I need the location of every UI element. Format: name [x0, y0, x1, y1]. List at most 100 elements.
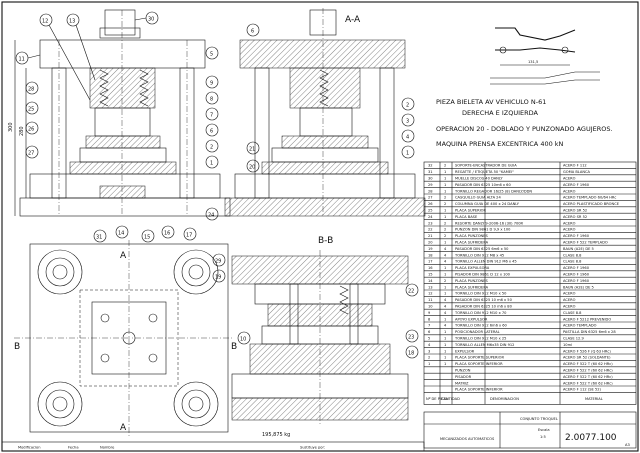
bom-row-material: 10ml: [563, 343, 572, 347]
bom-row-material: CLASE 8.8: [563, 253, 582, 257]
bom-row-qty: 4: [444, 298, 447, 302]
bom-row-description: PASADOR DIN 6325 6m6 x 50: [455, 247, 509, 251]
bom-header-name: DENOMINACION: [490, 397, 519, 401]
springs: [99, 69, 149, 107]
bom-row-material: ACERO F 1960: [563, 273, 590, 277]
bom-row-description: TORNILLO REGADOR 16/25 (8) DANLY/DDN: [454, 189, 532, 193]
bom-row-description: PISADOR DIN 9861 D 12 x 100: [455, 273, 511, 277]
bom-row-qty: 4: [444, 311, 447, 315]
bom-row-material: CLASE 8.8: [563, 260, 582, 264]
balloon-label: 15: [144, 235, 150, 241]
bom-row-number: 18: [428, 253, 433, 257]
bom-row-material: GOMA BLANCA: [563, 170, 591, 174]
bom-row-description: PLACA SOPORTE SUPERIOR: [455, 356, 504, 360]
bom-row-description: EXPULSOR: [455, 349, 475, 353]
bom-row-number: 8: [428, 317, 431, 321]
balloon-label: 25: [28, 107, 34, 113]
bom-row-material: ACERO: [563, 292, 576, 296]
balloon-label: 16: [164, 231, 170, 237]
bom-row-qty: 1: [444, 330, 446, 334]
bom-row-material: ACERO F 1960: [563, 266, 590, 270]
bom-row-qty: 2: [444, 202, 446, 206]
bom-row-description: PASADOR DIN 6325 10m6 x 60: [455, 183, 511, 187]
bom-row-number: 32: [428, 164, 433, 168]
title-block: CONJUNTO TROQUEL MECANIZADOS AUTOMATICOS…: [1, 411, 637, 452]
bom-row-description: RESORTE DANLY 9-2006-16 (30) 700R: [455, 221, 524, 225]
base-plate: [19, 197, 231, 217]
balloon-label: 19: [215, 275, 221, 281]
footer-modification: Modificacion: [18, 446, 40, 450]
bom-row-qty: 4: [444, 324, 447, 328]
balloon-label: 17: [186, 233, 192, 239]
sheet-size: A3: [625, 443, 630, 447]
bom-row-description: COLUMNA GUIA DE 400 x 24 DANLY: [455, 202, 520, 206]
bom-row-material: BAUN (A2E) DE 5: [563, 285, 594, 289]
balloon-label: 14: [118, 231, 124, 237]
drawing-number: 2.0077.100: [565, 433, 617, 443]
balloon-label: 8: [210, 97, 213, 103]
balloon-label: 1: [406, 151, 409, 157]
bom-row-number: 3: [428, 349, 430, 353]
bom-row-description: PLACA SOPORTE INFERIOR: [455, 388, 503, 392]
bom-row-material: ACERO SR 52: [563, 209, 587, 213]
bom-row-material: ACERO: [563, 305, 576, 309]
bom-row-description: PUNZON DIN 9861 D 9,9 x 100: [455, 228, 511, 232]
dim-height-total: 300: [8, 122, 14, 132]
bom-row-qty: 4: [444, 305, 447, 309]
bom-row-qty: 1: [444, 170, 446, 174]
scale-value: 1:5: [540, 435, 546, 439]
bom-row-number: 5: [428, 337, 430, 341]
bom-row-qty: 2: [444, 234, 446, 238]
bom-row-qty: 2: [444, 196, 446, 200]
bom-row-description: POSICIONADOR LATERAL: [455, 330, 500, 334]
section-marker-a-top: A: [120, 251, 127, 261]
bom-row-number: 23: [428, 221, 433, 225]
bom-row-description: MATRIZ: [455, 381, 469, 385]
bom-row-material: ACERO F 1960: [563, 279, 590, 283]
bom-row-material: PASTILLA DIN 6325 6m6 x 28: [563, 330, 616, 334]
bom-row-number: 21: [428, 234, 433, 238]
section-aa-title: A-A: [345, 15, 361, 25]
bom-row-number: 19: [428, 247, 433, 251]
section-marker-b-left: B: [14, 342, 20, 352]
footer-date: Fecha: [68, 446, 79, 450]
balloon-label: 1: [210, 161, 213, 167]
bom-frame: [423, 161, 637, 405]
balloon-label: 12: [42, 19, 48, 25]
bom-row-description: PLACA SUPERIOR: [455, 209, 486, 213]
section-bb-balloons: 22 10 23 18: [237, 283, 419, 359]
dim-height-inner: 280: [19, 126, 25, 136]
bom-row-description: PLACA PUNZONES: [455, 279, 488, 283]
machine-label: MAQUINA PRENSA EXCENTRICA 400 kN: [436, 140, 564, 148]
bom-row-material: ACERO: [563, 228, 576, 232]
total-weight: 195,875 kg: [262, 432, 290, 438]
footer-name: Nombre: [100, 446, 115, 450]
bom-row-number: 26: [428, 202, 433, 206]
bom-row-description: TORNILLO DIN 912 M10 x 70: [454, 311, 507, 315]
bom-row-description: TORNILLO DIN 912 6m6 x 60: [454, 324, 508, 328]
bom-row-qty: 1: [444, 209, 446, 213]
bom-row-qty: 2: [444, 164, 446, 168]
bom-row-number: 27: [428, 196, 433, 200]
balloon-label: 20: [249, 165, 255, 171]
bom-row-material: BAUN (A2E) DE 5: [563, 247, 594, 251]
balloon-label: 9: [210, 81, 213, 87]
plan-view: [14, 240, 234, 436]
part-info: PIEZA BIELETA AV VEHICULO N-61 DERECHA E…: [436, 98, 613, 148]
bom-row-description: PUNZON: [455, 369, 471, 373]
bom-row-number: 28: [428, 189, 433, 193]
section-aa-balloons: 6 21 20 2 3 4 1: [246, 23, 415, 173]
bom-row-description: PASADOR DIN 6325 10 m6 x 50: [455, 298, 513, 302]
bom-row-description: REGATTE / ETIQUETA 50 "KAMEI": [455, 170, 514, 174]
bom-row-number: 2: [428, 356, 430, 360]
bom-row-number: 12: [428, 292, 433, 296]
bom-row-description: TORNILLO DIN 912 M8 x 45: [454, 253, 504, 257]
balloon-label: 4: [406, 135, 409, 141]
bom-row-description: TORNILLO DIN 912 M10 x 25: [454, 337, 506, 341]
balloon-label: 10: [240, 337, 246, 343]
bom-row-qty: 1: [444, 215, 446, 219]
front-view: 300 280: [8, 9, 231, 217]
bom-row-description: TORNILLO ALLEN DIN 912 M6 x 45: [454, 260, 517, 264]
bom-row-qty: 1: [444, 183, 446, 187]
bom-row-description: PLACA PUNZONES: [455, 234, 488, 238]
